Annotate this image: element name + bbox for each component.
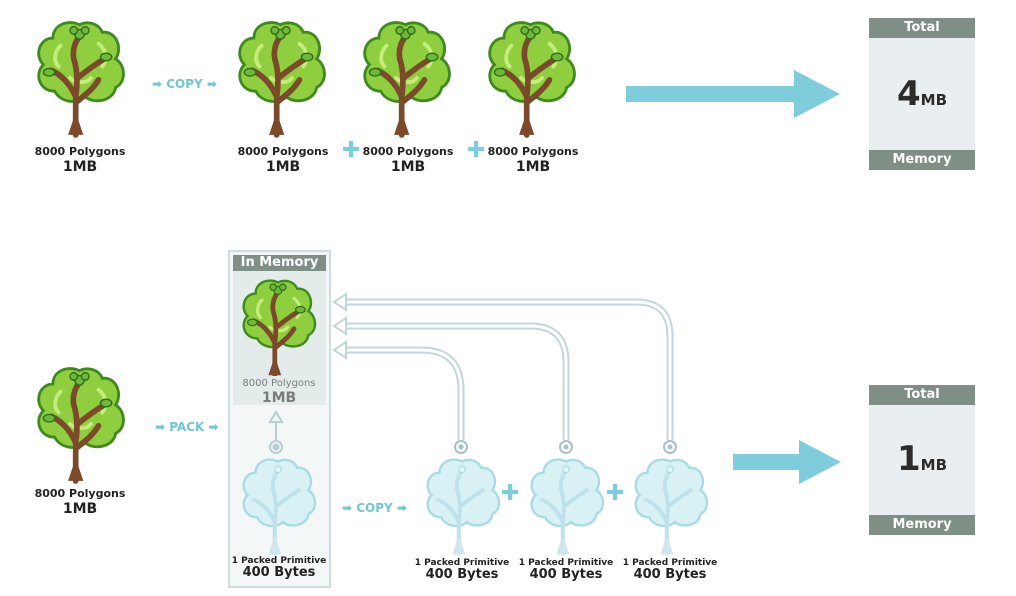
source-caption: 8000 Polygons 1MB (34, 145, 126, 175)
in-memory-caption: 8000 Polygons 1MB (242, 378, 316, 406)
copy-caption: 8000 Polygons 1MB (237, 145, 329, 175)
plus-icon: ✚ (467, 138, 486, 163)
copy-label: ➡ COPY ➡ (152, 77, 217, 91)
packed-tree-icon (420, 455, 504, 555)
plus-icon: ✚ (342, 138, 361, 163)
copy-caption: 8000 Polygons 1MB (487, 145, 579, 175)
source-caption: 8000 Polygons 1MB (34, 487, 126, 517)
copy-label: ➡ COPY ➡ (342, 501, 407, 515)
copy-caption: 1 Packed Primitive 400 Bytes (622, 558, 718, 583)
total-memory-box: Total 1MB Memory (869, 385, 975, 535)
packed-tree-icon (628, 455, 712, 555)
pack-label: ➡ PACK ➡ (155, 420, 219, 434)
packed-caption: 1 Packed Primitive 400 Bytes (231, 556, 327, 581)
packed-tree-icon (524, 455, 608, 555)
right-arrow-icon (626, 70, 840, 118)
copy-caption: 1 Packed Primitive 400 Bytes (518, 558, 614, 583)
plus-icon: ✚ (501, 481, 520, 506)
copy-caption: 1 Packed Primitive 400 Bytes (414, 558, 510, 583)
right-arrow-icon (733, 440, 841, 484)
total-memory-box: Total 4MB Memory (869, 18, 975, 170)
packed-tree-icon (236, 455, 320, 555)
plus-icon: ✚ (606, 481, 625, 506)
copy-caption: 8000 Polygons 1MB (362, 145, 454, 175)
in-memory-header: In Memory (233, 255, 326, 271)
